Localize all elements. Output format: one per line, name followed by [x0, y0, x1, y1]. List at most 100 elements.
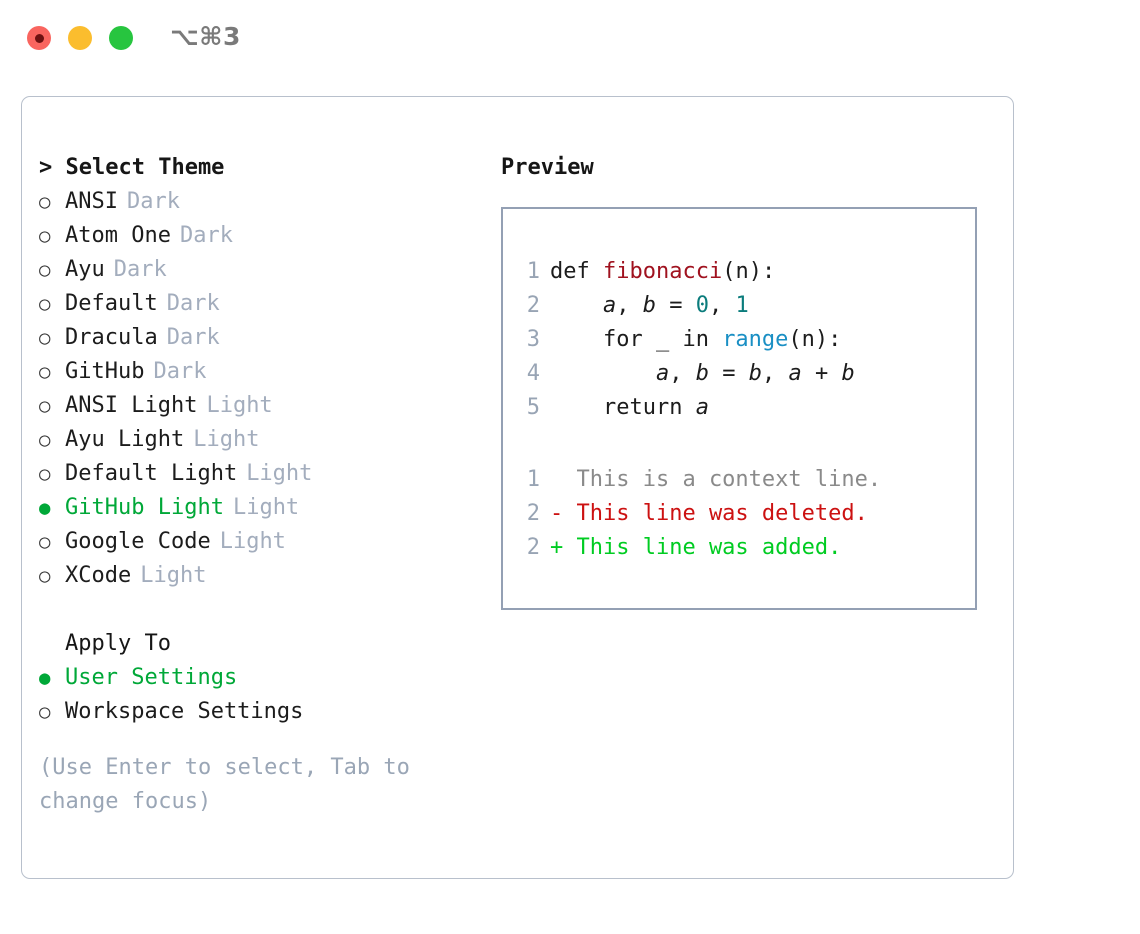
theme-variant-tag: Dark: [126, 189, 180, 214]
list-spacer: [39, 593, 499, 627]
token-var: a: [655, 361, 670, 386]
token-var: b: [695, 361, 709, 386]
radio-unselected-icon: ○: [39, 429, 51, 451]
token-plain: return: [550, 395, 696, 420]
theme-variant-tag: Dark: [153, 359, 207, 384]
radio-selected-icon: ●: [39, 497, 51, 519]
theme-variant-tag: Dark: [113, 257, 167, 282]
theme-variant-tag: Light: [140, 563, 207, 588]
token-plain: =: [655, 293, 696, 318]
theme-option-ansi-light[interactable]: ○ ANSI Light Light: [39, 389, 499, 423]
token-var: a: [602, 293, 617, 318]
theme-variant-tag: Light: [219, 529, 286, 554]
theme-option-ayu-light[interactable]: ○ Ayu Light Light: [39, 423, 499, 457]
theme-option-label: GitHub: [65, 359, 145, 384]
code-text: def fibonacci(n):: [540, 259, 775, 284]
token-plain: +: [801, 361, 842, 386]
diff-line-added: 2 + This line was added.: [516, 531, 881, 565]
theme-variant-tag: Dark: [166, 291, 220, 316]
theme-option-label: Ayu Light: [65, 427, 185, 452]
theme-option-label: XCode: [65, 563, 132, 588]
token-plain: (n):: [722, 259, 776, 284]
line-number: 3: [526, 327, 540, 352]
line-number: 1: [526, 467, 540, 492]
radio-unselected-icon: ○: [39, 463, 51, 485]
theme-variant-tag: Light: [206, 393, 273, 418]
diff-text: + This line was added.: [550, 535, 842, 560]
token-plain: ,: [708, 293, 736, 318]
token-func: fibonacci: [602, 259, 723, 284]
radio-unselected-icon: ○: [39, 701, 51, 723]
theme-option-label: Dracula: [65, 325, 158, 350]
token-plain: ,: [616, 293, 643, 318]
radio-unselected-icon: ○: [39, 225, 51, 247]
token-num: 1: [735, 293, 749, 318]
theme-option-label: Ayu: [65, 257, 105, 282]
code-text: a, b = 0, 1: [540, 293, 749, 318]
apply-to-option-label: Workspace Settings: [65, 699, 304, 724]
token-var: a: [695, 395, 709, 420]
theme-option-label: Google Code: [65, 529, 211, 554]
code-line: 2 a, b = 0, 1: [516, 289, 855, 323]
help-text: (Use Enter to select, Tab to change focu…: [39, 755, 410, 814]
token-plain: [550, 293, 603, 318]
token-var: b: [748, 361, 762, 386]
select-theme-heading: > Select Theme: [39, 155, 225, 180]
diff-text: - This line was deleted.: [550, 501, 868, 526]
close-window-button[interactable]: [27, 26, 51, 50]
theme-option-default[interactable]: ○ Default Dark: [39, 287, 499, 321]
radio-selected-icon: ●: [39, 667, 51, 689]
code-line: 5 return a: [516, 391, 855, 425]
radio-unselected-icon: ○: [39, 395, 51, 417]
theme-variant-tag: Light: [246, 461, 313, 486]
traffic-lights: [27, 26, 133, 50]
theme-option-label: ANSI: [65, 189, 118, 214]
theme-option-label: ANSI Light: [65, 393, 198, 418]
token-plain: ,: [761, 361, 789, 386]
theme-option-google-code[interactable]: ○ Google Code Light: [39, 525, 499, 559]
theme-option-label: Atom One: [65, 223, 171, 248]
radio-unselected-icon: ○: [39, 293, 51, 315]
theme-option-label: Default: [65, 291, 158, 316]
radio-unselected-icon: ○: [39, 361, 51, 383]
code-line: 4 a, b = b, a + b: [516, 357, 855, 391]
theme-option-ayu[interactable]: ○ Ayu Dark: [39, 253, 499, 287]
token-plain: =: [708, 361, 749, 386]
line-number: 2: [526, 501, 540, 526]
apply-to-option-user-settings[interactable]: ●User Settings: [39, 661, 499, 695]
token-plain: ,: [669, 361, 696, 386]
theme-variant-tag: Light: [232, 495, 300, 520]
theme-variant-tag: Light: [193, 427, 260, 452]
token-builtin: range: [722, 327, 789, 352]
code-line: 3 for _ in range(n):: [516, 323, 855, 357]
line-number: 2: [526, 293, 540, 318]
token-plain: (n):: [788, 327, 842, 352]
radio-unselected-icon: ○: [39, 531, 51, 553]
line-number: 2: [526, 535, 540, 560]
radio-unselected-icon: ○: [39, 327, 51, 349]
code-text: for _ in range(n):: [540, 327, 841, 352]
apply-to-option-workspace-settings[interactable]: ○ Workspace Settings: [39, 695, 499, 729]
theme-option-xcode[interactable]: ○ XCode Light: [39, 559, 499, 593]
theme-option-github[interactable]: ○ GitHub Dark: [39, 355, 499, 389]
token-var: a: [788, 361, 802, 386]
token-var: b: [642, 293, 656, 318]
maximize-window-button[interactable]: [109, 26, 133, 50]
token-num: 0: [695, 293, 709, 318]
minimize-window-button[interactable]: [68, 26, 92, 50]
radio-unselected-icon: ○: [39, 259, 51, 281]
code-text: a, b = b, a + b: [540, 361, 855, 386]
token-plain: [550, 361, 656, 386]
token-plain: def: [550, 259, 603, 284]
radio-unselected-icon: ○: [39, 565, 51, 587]
